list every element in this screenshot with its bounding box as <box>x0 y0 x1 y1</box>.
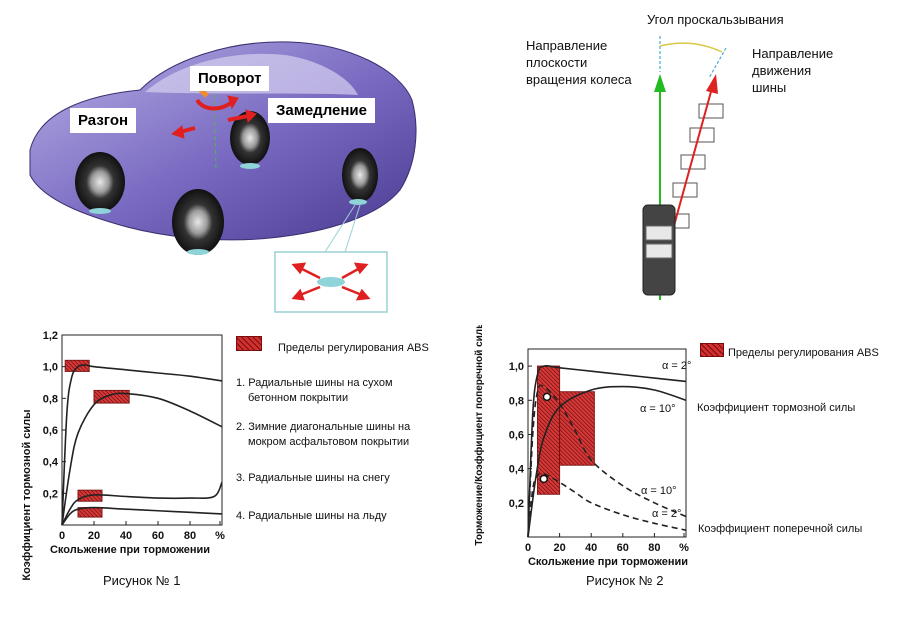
figure2-x-tick: 80 <box>648 542 660 554</box>
figure2-marker <box>542 392 552 402</box>
wheel-plane-line-1: Направление <box>526 38 608 53</box>
figure1-x-tick: 80 <box>184 530 196 542</box>
slip-angle-title: Угол проскальзывания <box>647 12 784 27</box>
figure1-legend-2a: 2. Зимние диагональные шины на <box>236 421 411 433</box>
figure1-y-tick: 1,0 <box>43 362 58 374</box>
figure1-y-tick: 0,4 <box>43 457 59 469</box>
figure1-chart: 0 20 40 60 80% 0,2 0,4 0,6 0,8 1,0 1,2 Коэффициент… <box>21 330 225 581</box>
wheel-plane-line-2: плоскости <box>526 55 588 70</box>
figure2-series-3 <box>527 384 687 538</box>
figure1-ylabel: Коэффициент тормозной силы <box>21 409 33 580</box>
figure2-abs-zone <box>559 391 595 466</box>
figure1-legend-swatch <box>236 336 262 351</box>
figure1-x-tick: 40 <box>120 530 132 542</box>
car-illustration <box>29 41 417 313</box>
figure2-abs-zone-hatch <box>559 391 595 466</box>
figure2-plot-frame <box>527 348 687 538</box>
tire-direction-line-2: движения <box>752 63 812 78</box>
figure2-y-tick: 0,8 <box>509 395 524 407</box>
figure2-y-tick: 0,4 <box>509 464 525 476</box>
figure1-legend-abs: Пределы регулирования ABS <box>278 342 429 354</box>
figure1-abs-zone-hatch <box>77 489 103 502</box>
figure2-x-tick: 20 <box>553 542 565 554</box>
figure1-y-tick: 1,2 <box>43 330 58 342</box>
figure2-alpha2-top: α = 2° <box>662 360 692 372</box>
figure1-series-4 <box>61 506 223 526</box>
figure1-y-tick: 0,2 <box>43 488 58 500</box>
figure2-y-tick: 0,2 <box>509 498 524 510</box>
label-turn: Поворот <box>190 66 270 91</box>
tire-direction-line-3: шины <box>752 80 787 95</box>
figure2-series-2 <box>527 385 687 538</box>
figure1-abs-zone-hatch <box>77 507 103 518</box>
label-acceleration: Разгон <box>70 108 137 133</box>
figure1-y-tick: 0,8 <box>43 393 58 405</box>
slip-angle-arc <box>659 42 723 53</box>
tire-direction-line-1: Направление <box>752 46 834 61</box>
figure1-y-tick: 0,6 <box>43 425 58 437</box>
front-right-tire <box>230 111 270 169</box>
figure1-legend-3: 3. Радиальные шины на снегу <box>236 472 390 484</box>
rear-right-tire <box>342 148 378 205</box>
figure2-legend-swatch <box>700 343 724 357</box>
figure2-x-tick: 60 <box>617 542 629 554</box>
figure2-legend-abs: Пределы регулирования ABS <box>728 347 879 359</box>
figure1-x-tick: 0 <box>59 530 65 542</box>
rear-left-tire <box>172 189 224 255</box>
figure2-alpha10-top: α = 10° <box>640 403 676 415</box>
figure2-alpha10-bottom: α = 10° <box>641 485 677 497</box>
figure1-legend-4: 4. Радиальные шины на льду <box>236 510 387 522</box>
figure2-lateral-label: Коэффициент поперечной силы <box>698 523 863 535</box>
figure2-y-tick: 1,0 <box>509 361 524 373</box>
figure1-xlabel: Скольжение при торможении <box>50 544 210 556</box>
figure2-x-tick: 40 <box>585 542 597 554</box>
wheel-plane-line-3: вращения колеса <box>526 72 632 87</box>
figure2-x-tick: % <box>679 542 689 554</box>
front-left-tire <box>75 152 125 214</box>
figure1-caption: Рисунок № 1 <box>103 573 181 588</box>
figure1-x-tick: 20 <box>88 530 100 542</box>
figure1-x-tick: 60 <box>152 530 164 542</box>
figure2-ylabel: Торможение/Коэффициент поперечной силы <box>473 325 485 546</box>
figure1-legend-1a: 1. Радиальные шины на сухом <box>236 377 393 389</box>
figure2-caption: Рисунок № 2 <box>586 573 664 588</box>
figure2-y-tick: 0,6 <box>509 429 524 441</box>
figure2-marker <box>539 474 549 484</box>
label-deceleration: Замедление <box>268 98 375 123</box>
figure1-series-1 <box>61 364 223 526</box>
figure2-alpha2-bottom: α = 2° <box>652 508 682 520</box>
figure1-legend-1b: бетонном покрытии <box>248 392 349 404</box>
figure1-series-2 <box>61 392 223 526</box>
figure1-legend-2b: мокром асфальтовом покрытии <box>248 436 410 448</box>
figure2-braking-label: Коэффициент тормозной силы <box>697 402 856 414</box>
wheel-contact <box>642 204 676 296</box>
figure2-xlabel: Скольжение при торможении <box>528 556 688 568</box>
figure2-x-tick: 0 <box>525 542 531 554</box>
slip-angle-diagram <box>642 36 727 300</box>
figure2-chart: 0 20 40 60 80% 0,2 0,4 0,6 0,8 1,0 Торможение/Коэ… <box>473 325 689 568</box>
figure1-x-tick: % <box>215 530 225 542</box>
figure2-series-1 <box>527 364 687 538</box>
figure1-series-3 <box>61 481 223 526</box>
